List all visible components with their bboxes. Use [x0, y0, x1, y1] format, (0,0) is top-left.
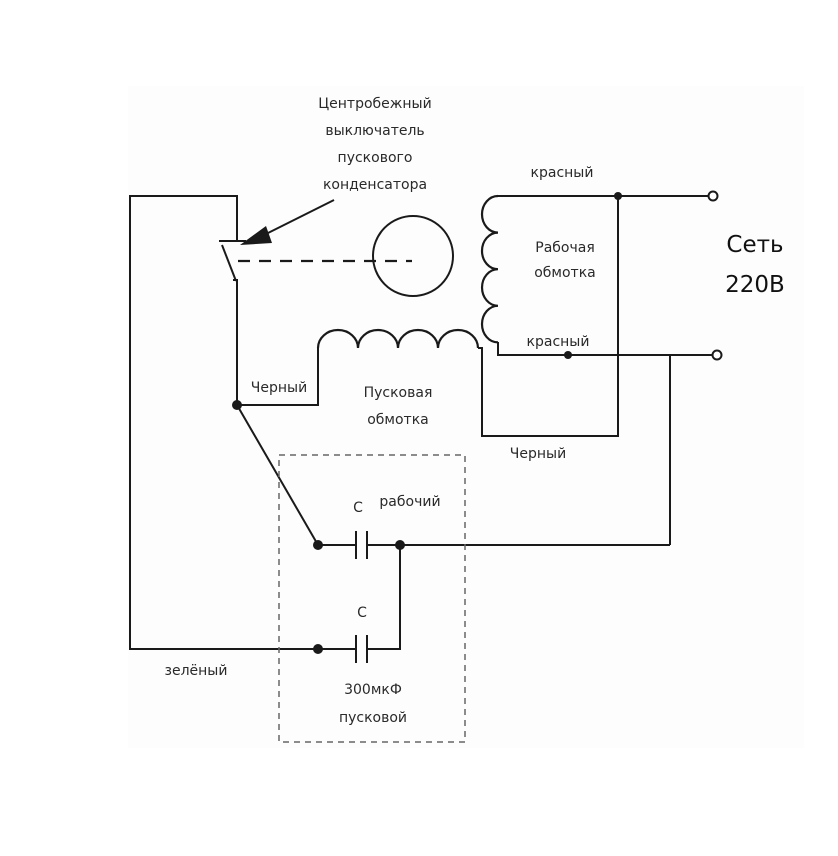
switch-to-junction-wire	[233, 279, 238, 405]
cap-right-vertical	[368, 545, 401, 650]
mains-label-line1: Сеть	[726, 232, 783, 258]
junction-node-run-cap-right	[395, 540, 405, 550]
pointer-arrow-head	[240, 226, 272, 245]
start-winding-label-line1: Пусковая	[364, 385, 433, 401]
mains-terminal-2	[711, 349, 723, 361]
junction-node-run-bottom	[564, 351, 572, 359]
wire-label-red-top: красный	[531, 165, 594, 181]
centrifugal-switch	[219, 199, 335, 282]
junction-to-run-cap-wire	[236, 404, 319, 546]
start-capacitor-label: пусковой	[339, 710, 407, 726]
wire-label-red-bottom: красный	[527, 334, 590, 350]
start-capacitor-symbol	[355, 635, 368, 663]
run-capacitor-symbol	[355, 531, 368, 559]
mains-terminal-1	[707, 190, 719, 202]
start-capacitor-value: 300мкФ	[344, 682, 402, 698]
junction-node-left	[232, 400, 242, 410]
wire-label-black-bottom: Черный	[510, 446, 566, 462]
wire-label-black-left: Черный	[251, 380, 307, 396]
start-winding-label-line2: обмотка	[367, 412, 429, 428]
capacitor-block-outline	[278, 454, 466, 743]
junction-node-run-cap-left	[313, 540, 323, 550]
mains-label-line2: 220В	[725, 272, 785, 298]
junction-node-start-cap-left	[313, 644, 323, 654]
switch-caption-line2: выключатель	[325, 123, 424, 139]
black-wire-bottom	[478, 196, 619, 437]
rotor-circle	[372, 215, 454, 297]
run-winding-bottom-lead	[497, 342, 568, 356]
switch-caption-line1: Центробежный	[318, 96, 431, 112]
switch-blade	[221, 244, 237, 282]
black-wire-left	[237, 348, 319, 406]
green-wire	[129, 195, 318, 650]
pointer-arrow-shaft	[261, 199, 335, 237]
switch-caption-line3: пускового	[338, 150, 413, 166]
switch-caption-line4: конденсатора	[323, 177, 427, 193]
junction-node-top	[614, 192, 622, 200]
run-capacitor-label: рабочий	[379, 494, 440, 510]
run-capacitor-symbol-label: C	[353, 500, 363, 516]
run-winding-coil	[480, 194, 499, 344]
start-capacitor-symbol-label: C	[357, 605, 367, 621]
start-winding-coil	[316, 328, 480, 349]
wire-label-green: зелёный	[165, 663, 228, 679]
run-winding-label-line2: обмотка	[534, 265, 596, 281]
run-winding-label-line1: Рабочая	[535, 240, 595, 256]
